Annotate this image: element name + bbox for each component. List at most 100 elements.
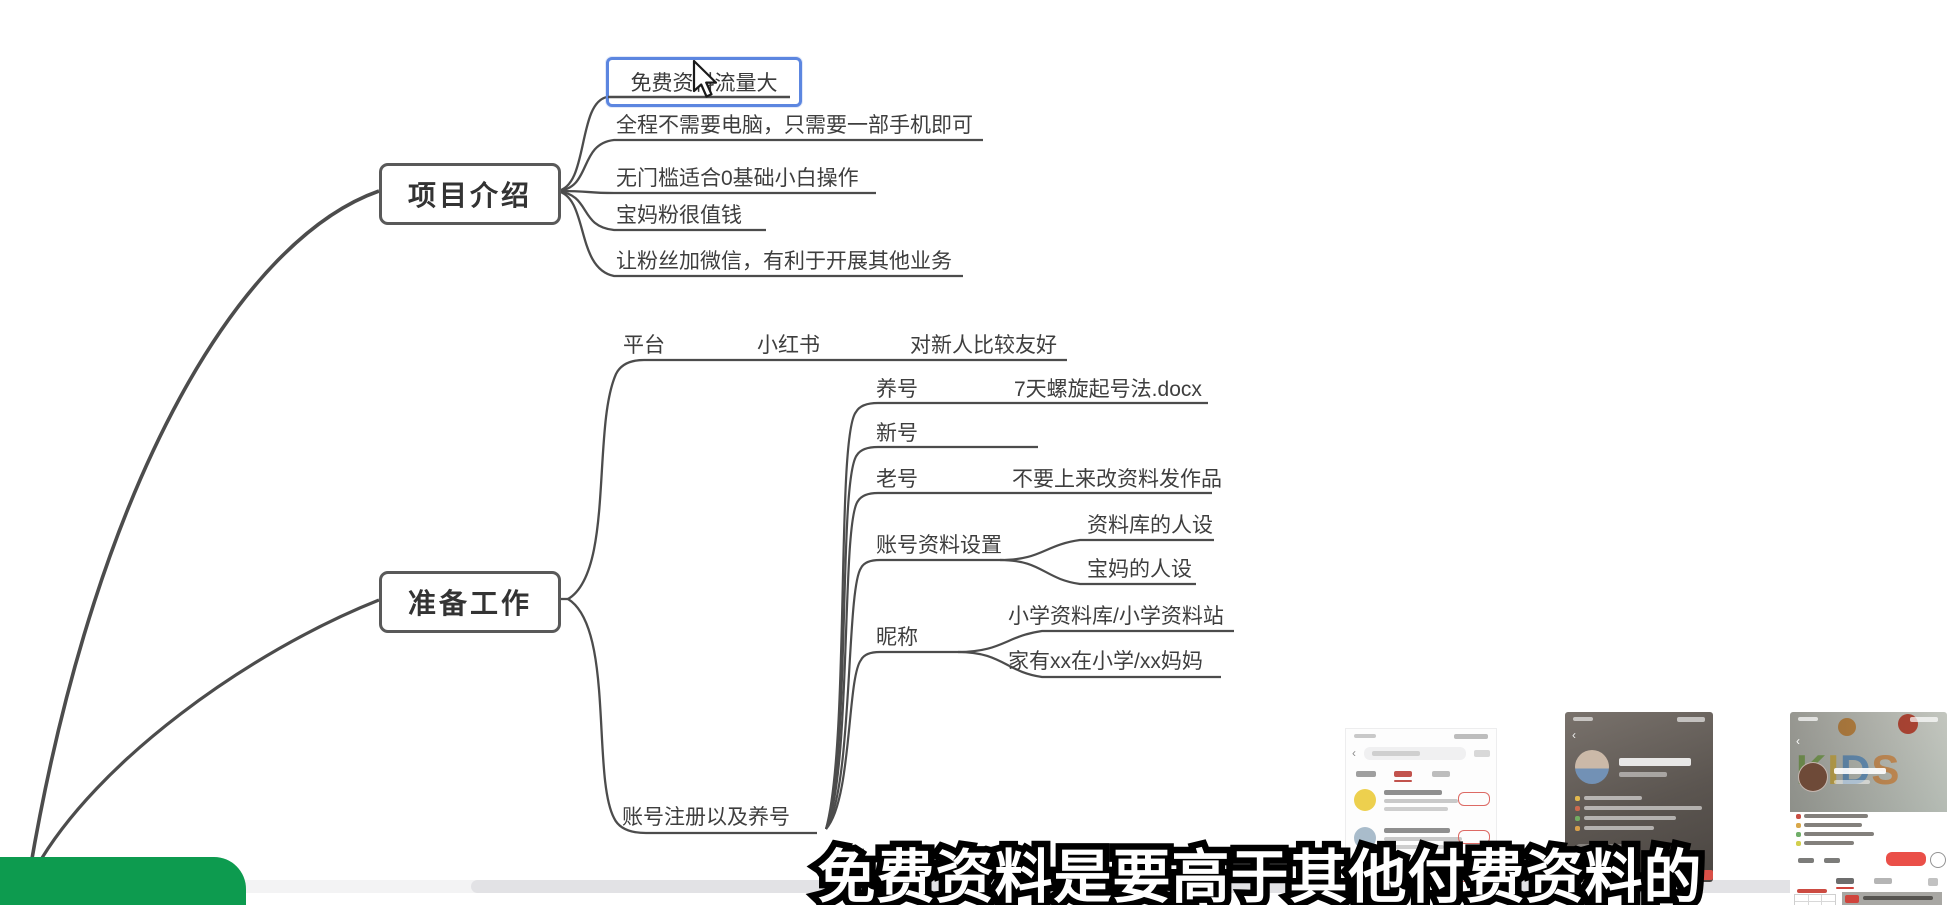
root-to-project-curve bbox=[28, 189, 380, 871]
follow-button[interactable] bbox=[1458, 868, 1490, 882]
user-name bbox=[1384, 790, 1442, 795]
bio-line bbox=[1584, 816, 1676, 820]
phone-screenshot-search-list[interactable]: ‹ bbox=[1345, 728, 1497, 892]
stats-following bbox=[1798, 858, 1814, 863]
user-stats bbox=[1384, 807, 1448, 811]
back-icon[interactable]: ‹ bbox=[1572, 728, 1576, 742]
status-bar-battery bbox=[1677, 717, 1705, 722]
horizontal-scrollbar-thumb[interactable] bbox=[471, 880, 1947, 893]
status-bar-left bbox=[1354, 734, 1376, 738]
node-nickname-option-mom[interactable]: 家有xx在小学/xx妈妈 bbox=[1008, 650, 1203, 673]
back-icon[interactable]: ‹ bbox=[1352, 746, 1356, 760]
bio-bullet bbox=[1796, 832, 1801, 837]
node-dont-edit-profile-first[interactable]: 不要上来改资料发作品 bbox=[1012, 468, 1222, 491]
follow-button-partial[interactable] bbox=[1683, 870, 1713, 880]
bio-line bbox=[1584, 826, 1654, 830]
node-nickname-option-library[interactable]: 小学资料库/小学资料站 bbox=[1008, 605, 1224, 628]
user-desc bbox=[1384, 875, 1454, 879]
bio-line bbox=[1584, 796, 1642, 800]
layout-toggle-icon[interactable] bbox=[1928, 878, 1938, 886]
bio-line bbox=[1804, 841, 1854, 845]
phone-screenshot-profile-dark[interactable]: ‹ bbox=[1565, 712, 1713, 882]
share-icon[interactable] bbox=[1930, 852, 1946, 868]
active-tab-underline bbox=[1394, 780, 1412, 782]
avatar bbox=[1798, 762, 1828, 792]
bio-line bbox=[1584, 806, 1702, 810]
follow-button[interactable] bbox=[1886, 852, 1926, 866]
status-bar-left bbox=[1798, 717, 1818, 721]
node-add-wechat[interactable]: 让粉丝加微信，有利于开展其他业务 bbox=[616, 250, 952, 273]
profile-name bbox=[1619, 758, 1691, 766]
node-mom-persona[interactable]: 宝妈的人设 bbox=[1087, 558, 1192, 581]
user-stats bbox=[1384, 845, 1444, 849]
profile-tag bbox=[1605, 844, 1629, 854]
avatar bbox=[1575, 750, 1609, 784]
follow-button[interactable] bbox=[1458, 792, 1490, 806]
root-to-prepare-curve bbox=[34, 598, 380, 869]
back-icon[interactable]: ‹ bbox=[1796, 734, 1800, 748]
bio-line bbox=[1804, 832, 1874, 836]
node-project-intro[interactable]: 项目介绍 bbox=[379, 163, 561, 225]
cartoon-kid-head bbox=[1838, 718, 1856, 736]
node-library-persona[interactable]: 资料库的人设 bbox=[1087, 514, 1213, 537]
node-zero-threshold[interactable]: 无门槛适合0基础小白操作 bbox=[616, 167, 859, 190]
status-bar-left bbox=[1573, 717, 1593, 721]
profile-name bbox=[1834, 768, 1886, 774]
node-new-account[interactable]: 新号 bbox=[876, 422, 918, 445]
status-bar-battery bbox=[1910, 717, 1938, 722]
tab-notes-active[interactable] bbox=[1836, 878, 1854, 884]
user-name bbox=[1384, 866, 1438, 871]
node-platform[interactable]: 平台 bbox=[623, 334, 665, 357]
tab-collections[interactable] bbox=[1874, 878, 1892, 884]
bio-bullet bbox=[1575, 816, 1580, 821]
note-card-title bbox=[1863, 896, 1933, 900]
subtitle-outline-layer: 免费资料是要高于其他付费资料的 bbox=[811, 839, 1708, 905]
bio-line bbox=[1804, 823, 1862, 827]
search-query-text bbox=[1372, 751, 1420, 756]
profile-tag bbox=[1575, 844, 1599, 854]
filter-tab-notes[interactable] bbox=[1432, 771, 1450, 777]
subtitle-text: 免费资料是要高于其他付费资料的 bbox=[817, 845, 1703, 905]
status-bar-battery bbox=[1454, 734, 1488, 739]
node-profile-setup[interactable]: 账号资料设置 bbox=[876, 534, 1002, 557]
node-old-account[interactable]: 老号 bbox=[876, 468, 918, 491]
video-subtitle: 免费资料是要高于其他付费资料的 免费资料是要高于其他付费资料的 bbox=[620, 830, 1900, 905]
note-grid-table bbox=[1794, 889, 1836, 905]
profile-id bbox=[1834, 780, 1870, 784]
avatar bbox=[1354, 827, 1376, 849]
node-mom-fans-valuable[interactable]: 宝妈粉很值钱 bbox=[616, 204, 742, 227]
bio-bullet bbox=[1575, 826, 1580, 831]
filter-tab-all[interactable] bbox=[1356, 771, 1376, 777]
note-card-red-tag bbox=[1845, 895, 1859, 903]
avatar bbox=[1354, 789, 1376, 811]
note-card[interactable] bbox=[1842, 892, 1942, 905]
node-register-and-nurture[interactable]: 账号注册以及养号 bbox=[622, 806, 790, 829]
bio-bullet bbox=[1575, 796, 1580, 801]
node-nickname[interactable]: 昵称 bbox=[876, 626, 918, 649]
bio-bullet bbox=[1796, 814, 1801, 819]
user-desc bbox=[1384, 837, 1462, 841]
search-input[interactable] bbox=[1364, 747, 1466, 760]
follow-button[interactable] bbox=[1458, 830, 1490, 844]
node-preparation[interactable]: 准备工作 bbox=[379, 571, 561, 633]
bio-line bbox=[1804, 814, 1868, 818]
bio-bullet bbox=[1796, 823, 1801, 828]
profile-id bbox=[1619, 772, 1667, 777]
user-name bbox=[1384, 828, 1450, 833]
node-nurture-account[interactable]: 养号 bbox=[876, 378, 918, 401]
filter-tab-users-active[interactable] bbox=[1394, 771, 1412, 777]
root-topic-node-partial[interactable] bbox=[0, 857, 246, 905]
stats-followers bbox=[1824, 858, 1840, 863]
node-no-computer-needed[interactable]: 全程不需要电脑，只需要一部手机即可 bbox=[616, 114, 973, 137]
phone-screenshot-profile-kids[interactable]: KIDS ‹ bbox=[1790, 712, 1947, 905]
bio-bullet bbox=[1796, 841, 1801, 846]
user-desc bbox=[1384, 799, 1458, 803]
search-actions-icon[interactable] bbox=[1474, 750, 1490, 757]
grid-red-caption bbox=[1797, 889, 1827, 893]
node-xiaohongshu[interactable]: 小红书 bbox=[757, 334, 820, 357]
node-7day-spiral-docx[interactable]: 7天螺旋起号法.docx bbox=[1014, 378, 1202, 401]
avatar bbox=[1354, 865, 1376, 887]
node-friendly-to-newbies[interactable]: 对新人比较友好 bbox=[910, 334, 1057, 357]
